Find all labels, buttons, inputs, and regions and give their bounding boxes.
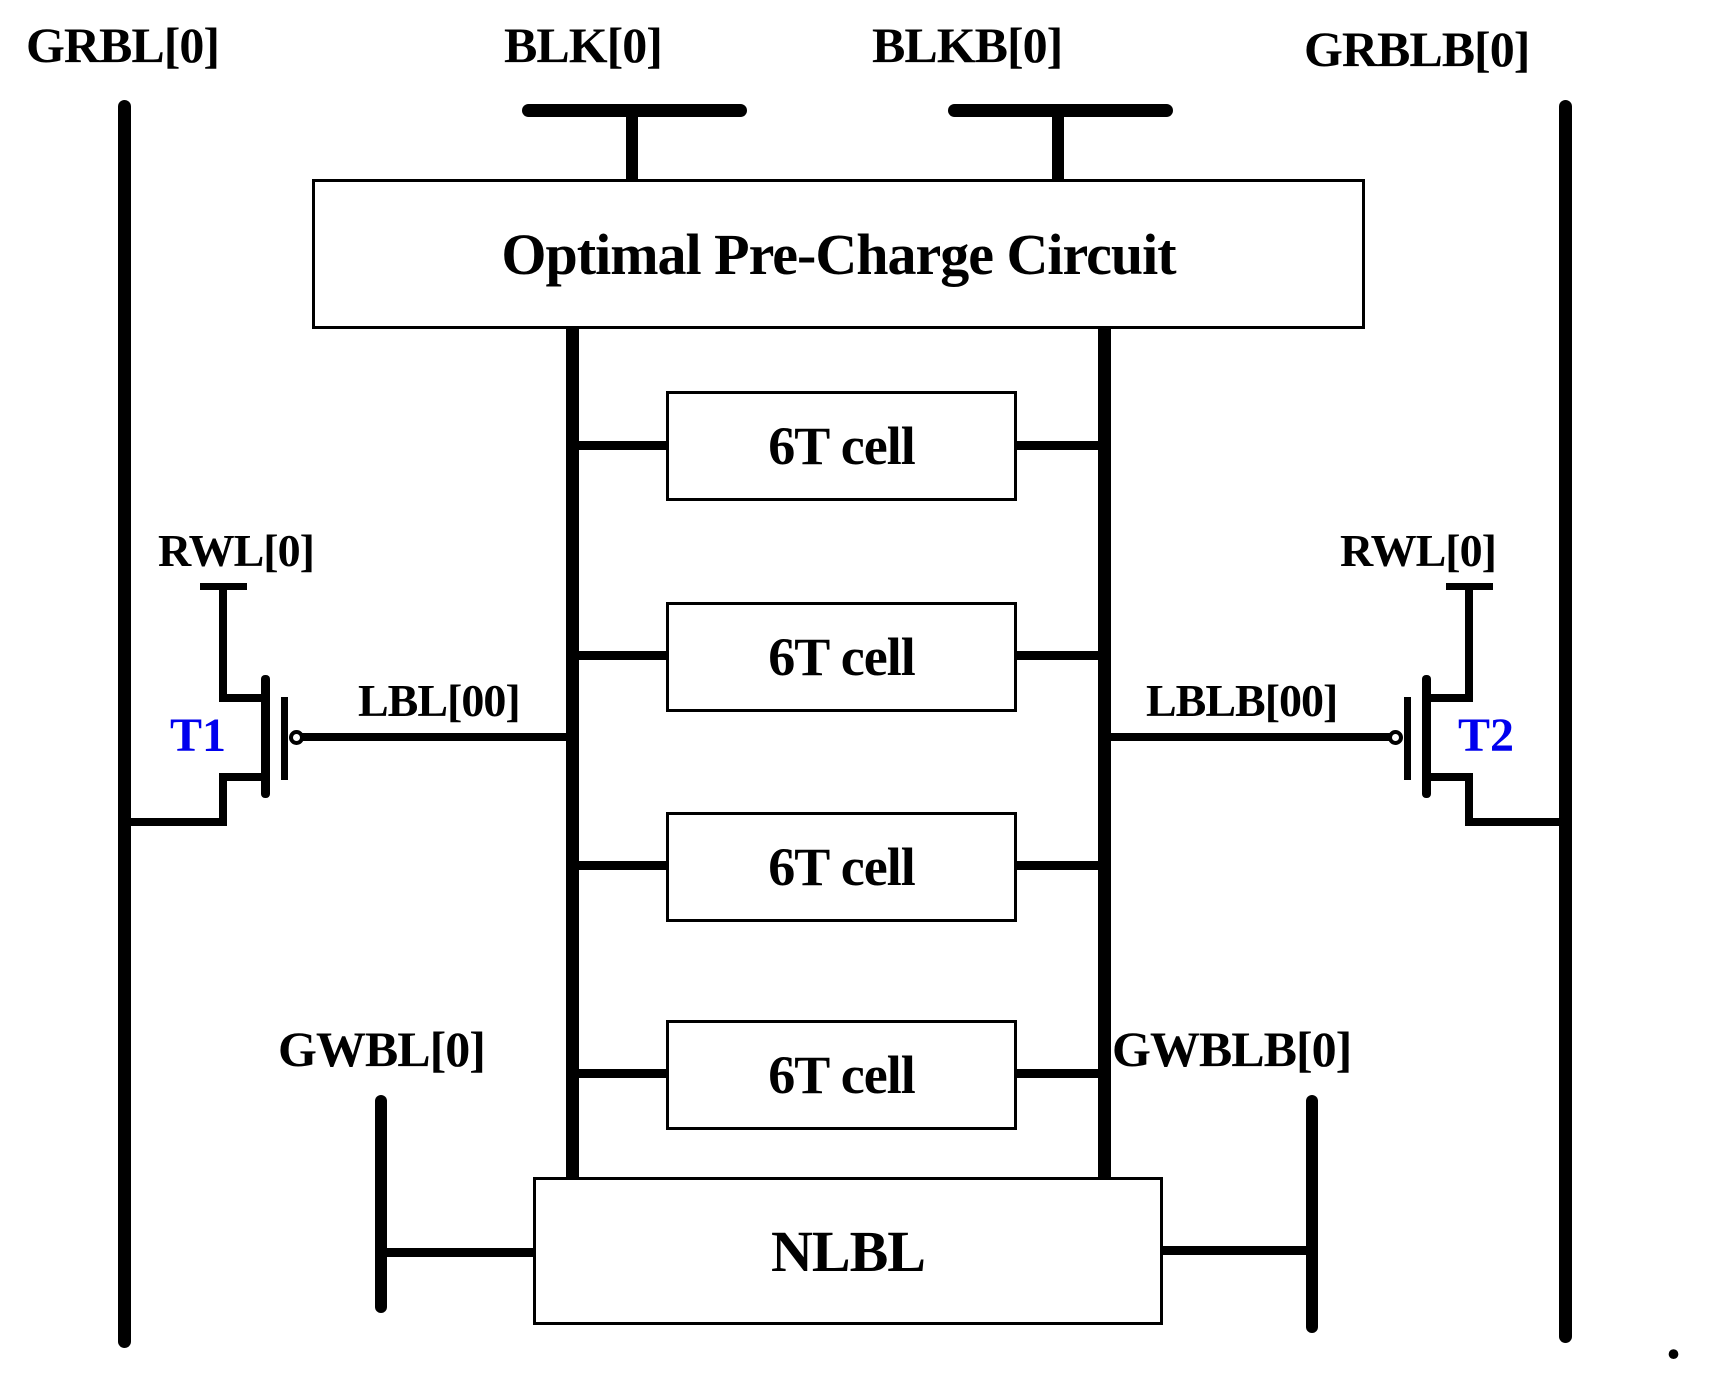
t1-channel-bar — [261, 675, 270, 798]
cell2-left-lead — [572, 651, 667, 660]
caption-period: . — [1666, 1305, 1681, 1371]
nlbl-label: NLBL — [771, 1218, 926, 1284]
nlbl-block: NLBL — [533, 1177, 1163, 1325]
blk-stub — [626, 110, 638, 182]
blk-label: BLK[0] — [504, 17, 663, 73]
grbl-rail — [118, 100, 131, 1348]
cell2-right-lead — [1016, 651, 1105, 660]
precharge-block: Optimal Pre-Charge Circuit — [312, 179, 1365, 329]
cell3-right-lead — [1016, 861, 1105, 870]
gwbl-label: GWBL[0] — [278, 1021, 486, 1077]
t2-rwl-wire — [1465, 588, 1473, 702]
t1-gate-bar — [281, 697, 288, 780]
t2-bottom-wire-vert — [1465, 773, 1473, 826]
grblb-rail — [1559, 100, 1572, 1343]
cell4-left-lead — [572, 1069, 667, 1078]
t1-bottom-wire-vert — [219, 773, 227, 826]
t2-gate-bubble — [1388, 730, 1403, 745]
cell1-left-lead — [572, 441, 667, 450]
precharge-label: Optimal Pre-Charge Circuit — [501, 221, 1176, 287]
t2-gate-bar — [1404, 697, 1411, 780]
cell-label: 6T cell — [768, 627, 915, 687]
cell-row-4: 6T cell — [666, 1020, 1017, 1130]
cell4-right-lead — [1016, 1069, 1105, 1078]
t1-rwl-terminal-bar — [200, 583, 247, 590]
gwblb-lead — [1160, 1246, 1310, 1255]
lblb-label: LBLB[00] — [1146, 675, 1338, 726]
t2-to-grblb-wire — [1465, 818, 1566, 826]
t2-rwl-terminal-bar — [1446, 583, 1493, 590]
grbl-label: GRBL[0] — [26, 17, 220, 73]
cell1-right-lead — [1016, 441, 1105, 450]
gwbl-stub — [375, 1095, 387, 1313]
cell-label: 6T cell — [768, 1045, 915, 1105]
lblb-bus — [1098, 328, 1111, 1177]
cell-row-1: 6T cell — [666, 391, 1017, 501]
t2-top-sd-lead — [1428, 694, 1473, 702]
gwblb-label: GWBLB[0] — [1112, 1021, 1352, 1077]
cell3-left-lead — [572, 861, 667, 870]
t1-rwl-wire — [219, 588, 227, 702]
cell-label: 6T cell — [768, 837, 915, 897]
cell-label: 6T cell — [768, 416, 915, 476]
gwblb-stub — [1306, 1095, 1318, 1333]
lbl-gate-lead — [302, 733, 572, 741]
lbl-bus — [566, 328, 579, 1177]
gwbl-lead — [381, 1248, 536, 1257]
rwl-right-label: RWL[0] — [1340, 525, 1497, 576]
cell-row-3: 6T cell — [666, 812, 1017, 922]
t2-channel-bar — [1422, 675, 1431, 798]
blkb-label: BLKB[0] — [872, 17, 1063, 73]
lblb-gate-lead — [1111, 733, 1390, 741]
t1-top-sd-lead — [219, 694, 264, 702]
t1-bottom-sd-lead — [219, 773, 264, 781]
blkb-stub — [1052, 110, 1064, 182]
lbl-label: LBL[00] — [358, 675, 521, 726]
t1-to-grbl-wire — [124, 818, 227, 826]
cell-row-2: 6T cell — [666, 602, 1017, 712]
t2-bottom-sd-lead — [1428, 773, 1473, 781]
grblb-label: GRBLB[0] — [1304, 21, 1530, 77]
t2-label: T2 — [1458, 709, 1515, 762]
t1-label: T1 — [170, 709, 227, 762]
rwl-left-label: RWL[0] — [158, 525, 315, 576]
